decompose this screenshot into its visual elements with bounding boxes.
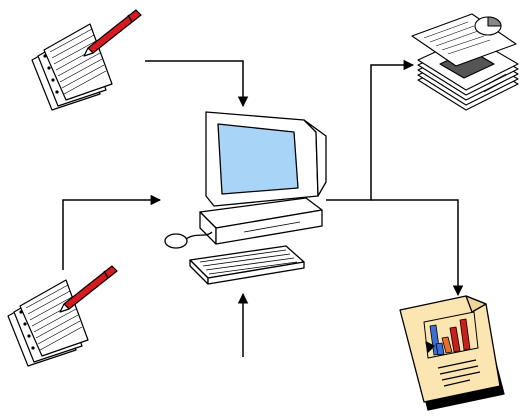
- chart-report-icon: [399, 295, 505, 411]
- arrow-bottom-notepad-to-computer: [62, 194, 162, 270]
- arrow-computer-to-chart-report: [371, 199, 464, 297]
- document-stack-icon: [411, 13, 519, 111]
- notepad-top-icon: [31, 9, 142, 111]
- pen-icon: [83, 9, 142, 57]
- arrow-top-notepad-to-computer: [145, 60, 249, 108]
- pen-icon: [59, 265, 118, 313]
- keyboard-icon: [189, 245, 305, 285]
- mouse-icon: [164, 231, 213, 249]
- connectors: [62, 59, 464, 357]
- pie-chart-icon: [474, 16, 502, 36]
- bar-chart-icon: [429, 318, 471, 356]
- notepad-bottom-icon: [7, 265, 118, 367]
- monitor-screen: [217, 123, 299, 195]
- computer-icon: [164, 111, 327, 285]
- arrow-computer-to-documents: [326, 59, 415, 201]
